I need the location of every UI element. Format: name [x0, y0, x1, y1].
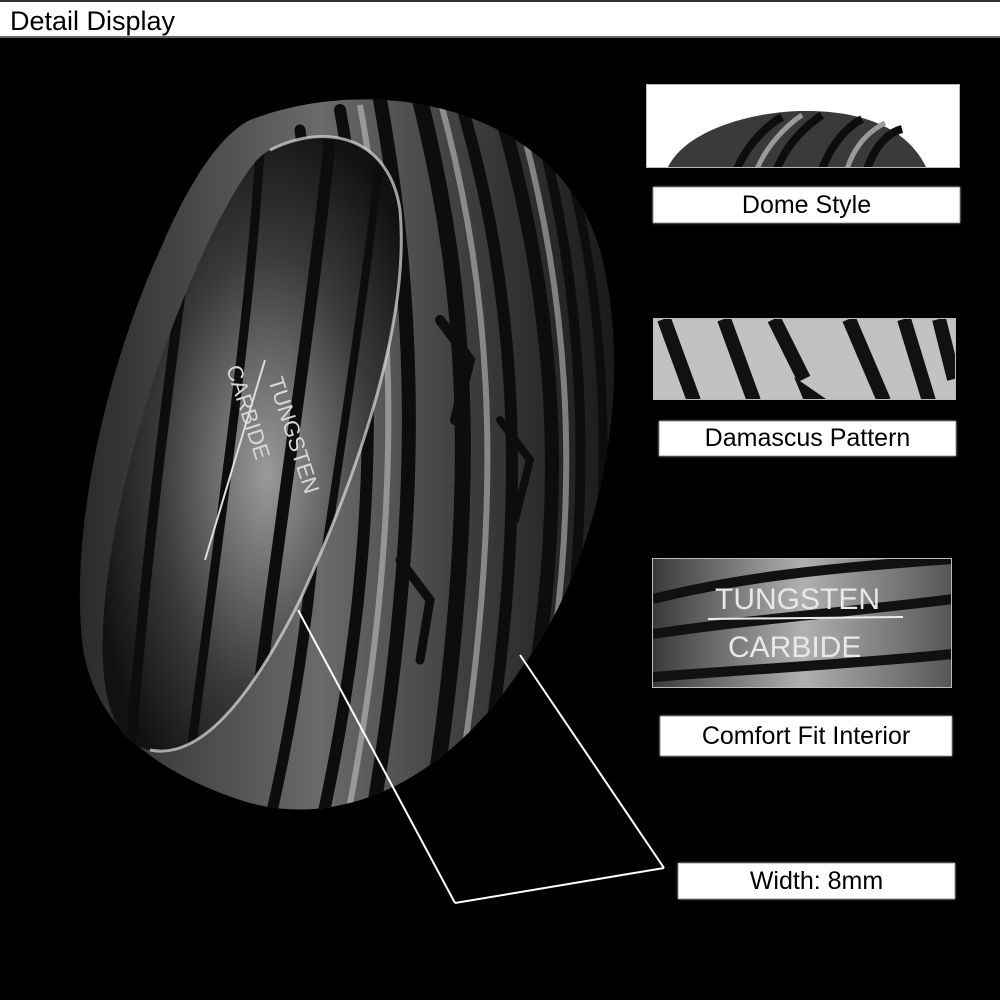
header-bar: Detail Display: [0, 0, 1000, 38]
dome-style-label: Dome Style: [653, 187, 960, 223]
interior-engraving-line-1: TUNGSTEN: [715, 583, 880, 616]
damascus-pattern-label: Damascus Pattern: [659, 421, 956, 456]
feature-label-text: Damascus Pattern: [704, 424, 911, 452]
feature-label-text: Width: 8mm: [749, 866, 884, 895]
interior-engraving-line-2: CARBIDE: [728, 631, 861, 664]
comfort-fit-thumbnail: TUNGSTEN CARBIDE: [652, 558, 952, 688]
damascus-pattern-thumbnail: [653, 318, 956, 400]
feature-label-text: Dome Style: [741, 190, 872, 219]
feature-label-text: Comfort Fit Interior: [701, 721, 911, 750]
dome-style-thumbnail: [646, 84, 960, 168]
comfort-fit-label: Comfort Fit Interior: [660, 716, 952, 756]
page-title: Detail Display: [10, 6, 176, 36]
ring-product-image: TUNGSTEN CARBIDE: [0, 40, 640, 960]
width-label: Width: 8mm: [678, 863, 955, 899]
